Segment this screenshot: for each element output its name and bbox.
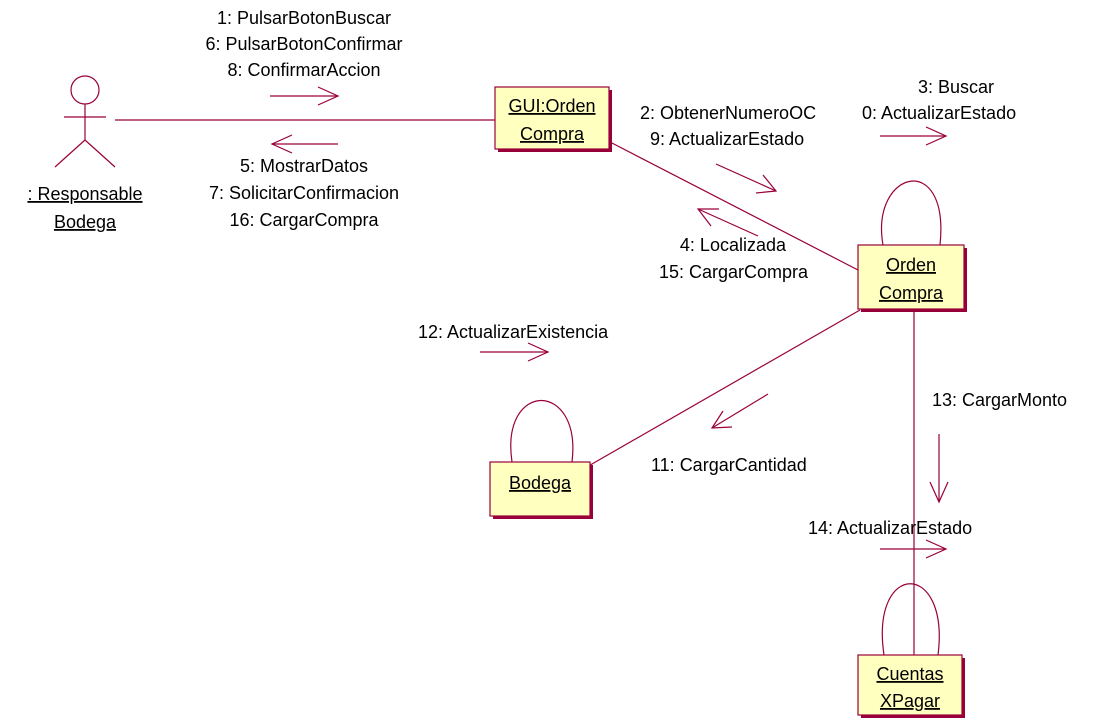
msg-gui-to-actor-2: 7: SolicitarConfirmacion — [209, 183, 399, 203]
links — [115, 119, 942, 682]
actor-right-leg — [84, 139, 116, 168]
arrow-actor-to-gui — [270, 86, 340, 106]
object-bodega-line1: Bodega — [509, 473, 572, 493]
link-orden-bodega — [584, 309, 861, 469]
arrow-cuentas-self — [880, 539, 948, 559]
msg-gui-to-actor-3: 16: CargarCompra — [229, 210, 379, 230]
object-gui-line2: Compra — [520, 124, 585, 144]
message-labels: 1: PulsarBotonBuscar 6: PulsarBotonConfi… — [205, 8, 1067, 538]
box — [489, 461, 591, 517]
box — [857, 244, 965, 310]
arrow-bodega-self — [480, 342, 550, 362]
msg-gui-to-orden-1: 2: ObtenerNumeroOC — [640, 103, 816, 123]
msg-actor-to-gui-2: 6: PulsarBotonConfirmar — [205, 34, 402, 54]
object-cuentas-line2: XPagar — [880, 691, 940, 711]
actor-responsable-bodega[interactable] — [54, 75, 116, 168]
msg-gui-to-actor-1: 5: MostrarDatos — [240, 156, 368, 176]
object-bodega[interactable]: Bodega — [489, 461, 593, 519]
msg-actor-to-gui-3: 8: ConfirmarAccion — [227, 60, 380, 80]
actor-name-line1: : Responsable — [27, 184, 142, 204]
message-arrows — [270, 86, 949, 559]
link-gui-orden — [609, 141, 859, 271]
self-link-bodega — [510, 399, 574, 463]
object-orden-line2: Compra — [879, 283, 944, 303]
msg-orden-self-2: 0: ActualizarEstado — [862, 103, 1016, 123]
arrow-orden-to-gui — [696, 208, 759, 237]
msg-actor-to-gui-1: 1: PulsarBotonBuscar — [217, 8, 391, 28]
self-link-cuentas — [881, 583, 940, 656]
object-orden-line1: Orden — [886, 255, 936, 275]
self-link-orden — [881, 180, 942, 246]
arrow-gui-to-actor — [270, 134, 338, 154]
object-gui-line1: GUI:Orden — [508, 96, 595, 116]
arrow-orden-self — [880, 126, 948, 146]
object-cuentas-line1: Cuentas — [876, 664, 943, 684]
object-gui-orden-compra[interactable]: GUI:Orden Compra — [494, 86, 612, 152]
actor-head — [70, 75, 100, 105]
msg-orden-to-gui-1: 4: Localizada — [680, 235, 787, 255]
msg-bodega-self-1: 12: ActualizarExistencia — [418, 322, 609, 342]
arrow-orden-to-bodega — [710, 393, 769, 429]
object-orden-compra[interactable]: Orden Compra — [857, 244, 967, 312]
box — [857, 654, 963, 716]
msg-gui-to-orden-2: 9: ActualizarEstado — [650, 129, 804, 149]
msg-cuentas-self-1: 14: ActualizarEstado — [808, 518, 972, 538]
arrow-gui-to-orden — [715, 163, 778, 194]
msg-orden-to-cuentas-1: 13: CargarMonto — [932, 390, 1067, 410]
actor-left-leg — [54, 139, 86, 168]
msg-orden-self-1: 3: Buscar — [918, 77, 994, 97]
msg-orden-to-bodega-1: 11: CargarCantidad — [651, 455, 807, 475]
msg-orden-to-gui-2: 15: CargarCompra — [659, 262, 809, 282]
object-cuentas-xpagar[interactable]: Cuentas XPagar — [857, 654, 965, 718]
actor-name-line2: Bodega — [54, 212, 117, 232]
box — [494, 86, 610, 150]
arrow-orden-to-cuentas — [929, 434, 949, 504]
